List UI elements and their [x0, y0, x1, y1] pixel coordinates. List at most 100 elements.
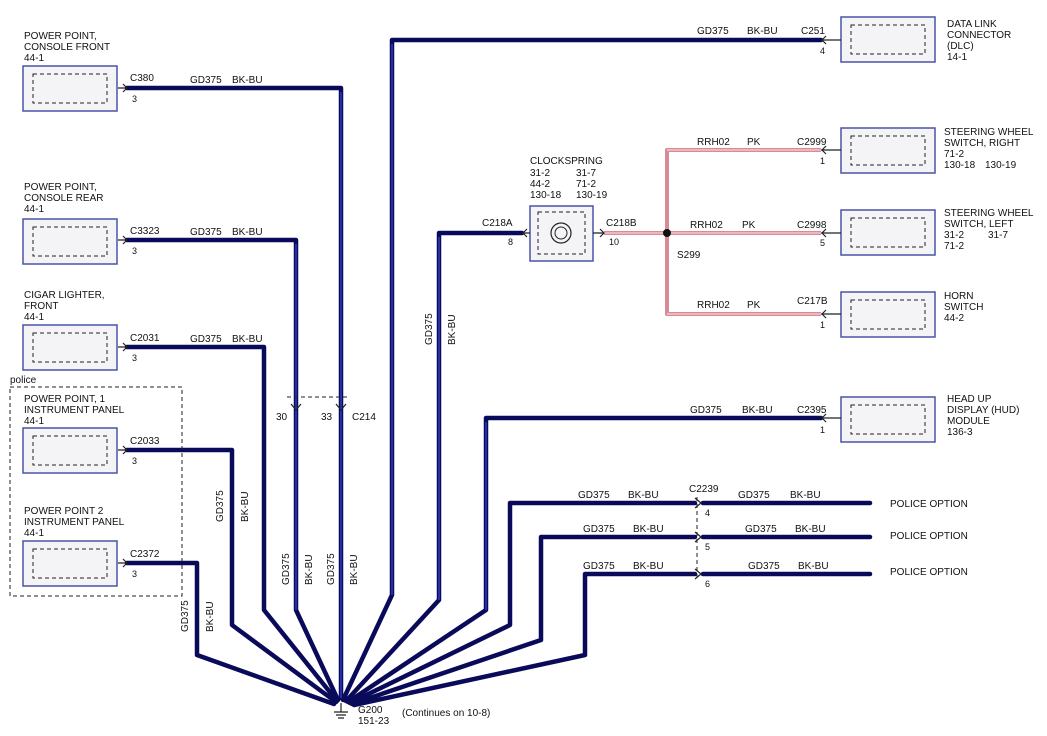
component-hud-module: GD375 BK-BU C2395 1 HEAD UP DISPLAY (HUD…	[690, 394, 1019, 443]
wire-label: GD375	[424, 313, 435, 345]
wire-label: BK-BU	[633, 561, 664, 572]
wire-label: BK-BU	[798, 561, 829, 572]
pin-label: 3	[132, 569, 137, 579]
component-steering-wheel-switch-left: RRH02 PK C2998 5 STEERING WHEEL SWITCH, …	[690, 208, 1034, 256]
ref: 31-7	[988, 230, 1008, 241]
wire-label: GD375	[326, 553, 337, 585]
police-group-box	[9, 386, 183, 597]
pin-label: 8	[508, 237, 513, 247]
wire-label: BK-BU	[232, 334, 263, 345]
label: HEAD UP	[947, 394, 992, 405]
wire-label: RRH02	[697, 300, 730, 311]
connector-label: C2372	[130, 549, 160, 560]
wire-c2031	[124, 344, 340, 704]
wire-label: GD375	[215, 490, 226, 522]
ground-g200: G200 151-23 (Continues on 10-8)	[334, 703, 490, 727]
ground-note: (Continues on 10-8)	[402, 708, 490, 719]
label: SWITCH	[944, 302, 983, 313]
label: INSTRUMENT PANEL	[24, 405, 125, 416]
ref: 130-19	[576, 190, 608, 201]
splice-label: S299	[677, 250, 701, 261]
wire-label: BK-BU	[742, 405, 773, 416]
connector-label: C2239	[689, 484, 719, 495]
wire-c2372	[124, 560, 337, 707]
wire-label: RRH02	[697, 137, 730, 148]
pin-label: 33	[321, 412, 333, 423]
ref: 130-18	[944, 160, 976, 171]
label: CIGAR LIGHTER,	[24, 290, 105, 301]
wire-label: BK-BU	[447, 314, 458, 345]
wire-label: BK-BU	[205, 601, 216, 632]
connector-c214: 30 33 C214	[276, 396, 376, 423]
connector-label: C2031	[130, 333, 160, 344]
ref: 31-2	[944, 230, 964, 241]
pin-label: 1	[820, 156, 825, 166]
wire-label: PK	[747, 300, 761, 311]
police-group-label: police	[10, 375, 37, 386]
label: MODULE	[947, 416, 990, 427]
wire-label: GD375	[578, 490, 610, 501]
connector-label: C2395	[797, 405, 827, 416]
connector-label: C218B	[606, 218, 637, 229]
pink-wires	[604, 148, 821, 316]
ref: 71-2	[944, 241, 964, 252]
ref: 130-18	[530, 190, 562, 201]
wire-label: BK-BU	[304, 554, 315, 585]
wire-label: GD375	[190, 227, 222, 238]
wire-label: GD375	[690, 405, 722, 416]
label: STEERING WHEEL	[944, 208, 1034, 219]
wire-label: BK-BU	[747, 26, 778, 37]
label: POWER POINT,	[24, 182, 97, 193]
wire-label: GD375	[745, 524, 777, 535]
label: HORN	[944, 291, 973, 302]
connector-label: C3323	[130, 226, 160, 237]
label: POWER POINT, 1	[24, 394, 106, 405]
ref: 44-1	[24, 204, 44, 215]
ref: 44-1	[24, 416, 44, 427]
component-dlc: GD375 BK-BU C251 4 DATA LINK CONNECTOR (…	[697, 16, 1011, 63]
component-power-point-console-front: POWER POINT, CONSOLE FRONT 44-1 C380 3	[22, 31, 154, 112]
connector-label: C2999	[797, 137, 827, 148]
wire-label: GD375	[583, 561, 615, 572]
wire-label: BK-BU	[628, 490, 659, 501]
police-option-labels: GD375 BK-BU GD375 BK-BU POLICE OPTION GD…	[578, 490, 968, 578]
wire-label: PK	[747, 137, 761, 148]
wire-label: BK-BU	[232, 227, 263, 238]
wire-label: GD375	[748, 561, 780, 572]
wire-police-6	[351, 571, 698, 708]
label: INSTRUMENT PANEL	[24, 517, 125, 528]
connector-label: C380	[130, 73, 154, 84]
ref: 44-2	[944, 313, 964, 324]
splice-s299-dot	[663, 229, 671, 237]
wire-label: BK-BU	[349, 554, 360, 585]
wire-label: BK-BU	[790, 490, 821, 501]
component-clockspring: CLOCKSPRING 31-2 31-7 44-2 71-2 130-18 1…	[482, 156, 701, 262]
wire-label: GD375	[190, 75, 222, 86]
label: POWER POINT 2	[24, 506, 104, 517]
pin-label: 3	[132, 456, 137, 466]
vertical-wire-labels: GD375 BK-BU GD375 BK-BU GD375 BK-BU GD37…	[180, 313, 458, 632]
wire-label: GD375	[180, 600, 191, 632]
ref: 44-1	[24, 528, 44, 539]
label: POWER POINT,	[24, 31, 97, 42]
wire-highlights	[295, 44, 487, 698]
wire-label: BK-BU	[232, 75, 263, 86]
wire-label: GD375	[697, 26, 729, 37]
ref: 44-1	[24, 53, 44, 64]
ref: 31-2	[530, 168, 550, 179]
connector-c2239: C2239 4 5 6	[689, 484, 719, 589]
component-steering-wheel-switch-right: RRH02 PK C2999 1 STEERING WHEEL SWITCH, …	[697, 127, 1034, 174]
wire-label: BK-BU	[240, 491, 251, 522]
label: CONSOLE FRONT	[24, 42, 110, 53]
ref: 31-7	[576, 168, 596, 179]
pin-label: 3	[132, 246, 137, 256]
ground-ref: 151-23	[358, 716, 390, 727]
wire-label: GD375	[190, 334, 222, 345]
component-power-point-1-instrument-panel: POWER POINT, 1 INSTRUMENT PANEL 44-1 C20…	[22, 394, 160, 474]
component-horn-switch: RRH02 PK C217B 1 HORN SWITCH 44-2	[697, 291, 983, 338]
police-option-label: POLICE OPTION	[890, 567, 968, 578]
label: STEERING WHEEL	[944, 127, 1034, 138]
pin-label: 1	[820, 320, 825, 330]
ref: 130-19	[985, 160, 1017, 171]
